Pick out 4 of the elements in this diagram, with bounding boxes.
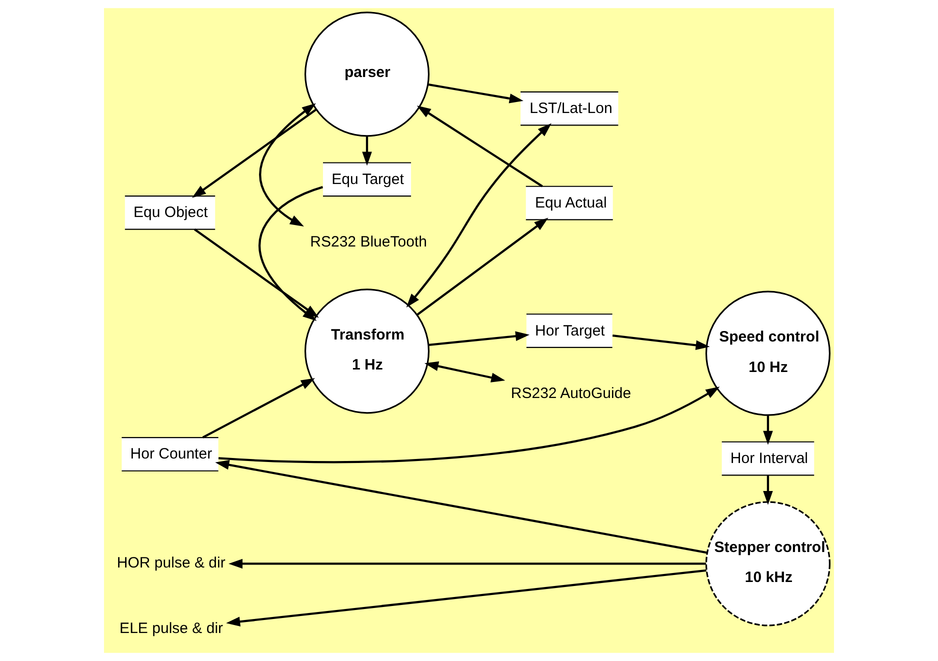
node-text: ELE pulse & dir [120,620,224,638]
node-text: HOR pulse & dir [116,554,226,572]
node-text: RS232 BlueTooth [310,234,427,251]
node-text: RS232 AutoGuide [510,385,632,402]
